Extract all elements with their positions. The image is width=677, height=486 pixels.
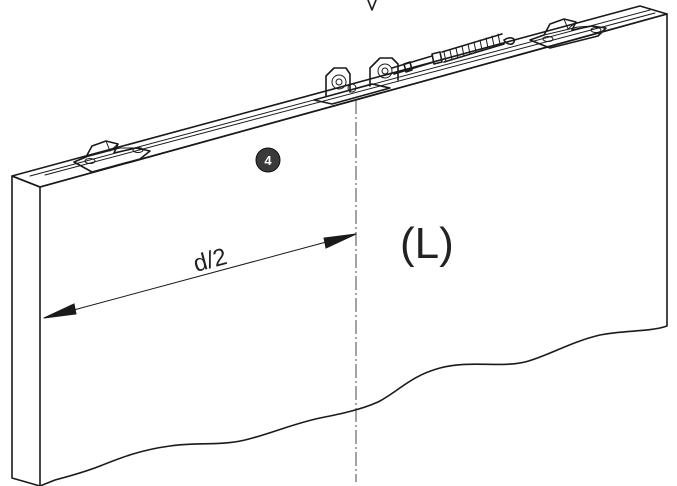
- dimension-arrow-left: [43, 303, 77, 319]
- door-side-face: [11, 175, 41, 486]
- door-front-face: [39, 13, 668, 486]
- door-label: (L): [400, 219, 454, 268]
- step-badge: 4: [255, 147, 281, 173]
- step-badge-circle: [255, 147, 281, 173]
- right-bracket: [529, 18, 607, 49]
- dimension-arrow-right: [323, 233, 357, 249]
- door-panel: [11, 5, 668, 486]
- dimension-label: d/2: [191, 243, 230, 278]
- top-groove-line-2: [44, 12, 656, 176]
- left-bracket: [73, 140, 151, 173]
- center-fitting: [313, 33, 516, 105]
- step-badge-number: 4: [264, 153, 272, 168]
- top-marker: [367, 0, 377, 11]
- dimension-d-half: d/2: [43, 233, 357, 319]
